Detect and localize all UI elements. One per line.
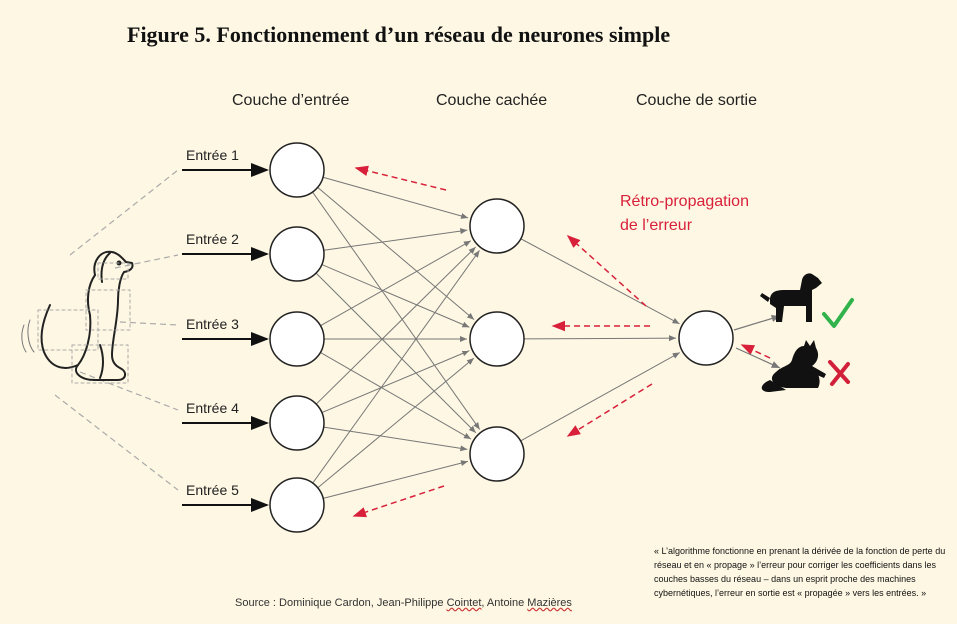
input-neuron-1 [269,142,325,198]
input-feature-lines [54,169,179,491]
input-label-2: Entrée 2 [186,231,239,247]
edge-input4-hidden3 [323,426,468,452]
check-icon [822,298,854,328]
hidden-neuron-1 [469,198,525,254]
connections-hidden-output [520,238,681,442]
edge-input5-hidden3 [323,460,469,499]
edge-input2-hidden1 [323,228,468,251]
edge-input5-hidden2 [317,357,475,489]
input-label-1: Entrée 1 [186,147,239,163]
layer-label-output: Couche de sortie [636,92,757,109]
edge-input1-hidden3 [312,191,481,430]
dog-output-icon [760,273,822,322]
edge-hidden2-output [523,335,677,342]
edge-input4-hidden2 [321,350,470,414]
output-neuron [678,310,734,366]
hidden-neuron-3 [469,426,525,482]
input-neuron-3 [269,311,325,367]
output-arrows [733,315,781,369]
cross-icon [828,360,850,386]
figure-title: Figure 5. Fonctionnement d’un réseau de … [127,22,671,47]
neurons [269,142,734,533]
connections-input-hidden [312,176,481,499]
edge-input3-hidden1 [320,240,472,327]
quote-text: « L’algorithme fonctionne en prenant la … [654,546,946,598]
input-label-4: Entrée 4 [186,400,239,416]
edge-input2-hidden3 [315,272,477,434]
edge-input1-hidden2 [317,187,475,321]
edge-input4-hidden1 [315,246,476,405]
edge-hidden1-output [520,238,680,325]
dog-input-icon [21,250,134,384]
edge-input3-hidden3 [320,352,472,440]
edge-input2-hidden2 [321,264,470,328]
source-citation: Source : Dominique Cardon, Jean-Philippe… [235,597,572,609]
input-neuron-4 [269,395,325,451]
layer-label-input: Couche d’entrée [232,92,350,109]
input-neuron-2 [269,226,325,282]
input-label-5: Entrée 5 [186,482,239,498]
input-neuron-5 [269,477,325,533]
layer-label-hidden: Couche cachée [436,92,548,109]
input-arrows [182,163,269,512]
input-label-3: Entrée 3 [186,316,239,332]
backprop-arrows [352,165,771,518]
edge-hidden3-output [520,352,681,442]
backprop-label-line1: Rétro-propagation [620,193,749,210]
hidden-neuron-2 [469,311,525,367]
cat-output-icon [761,340,826,392]
edge-input1-hidden1 [322,176,469,219]
backprop-label-line2: de l’erreur [620,217,693,234]
edge-input5-hidden1 [312,250,480,484]
